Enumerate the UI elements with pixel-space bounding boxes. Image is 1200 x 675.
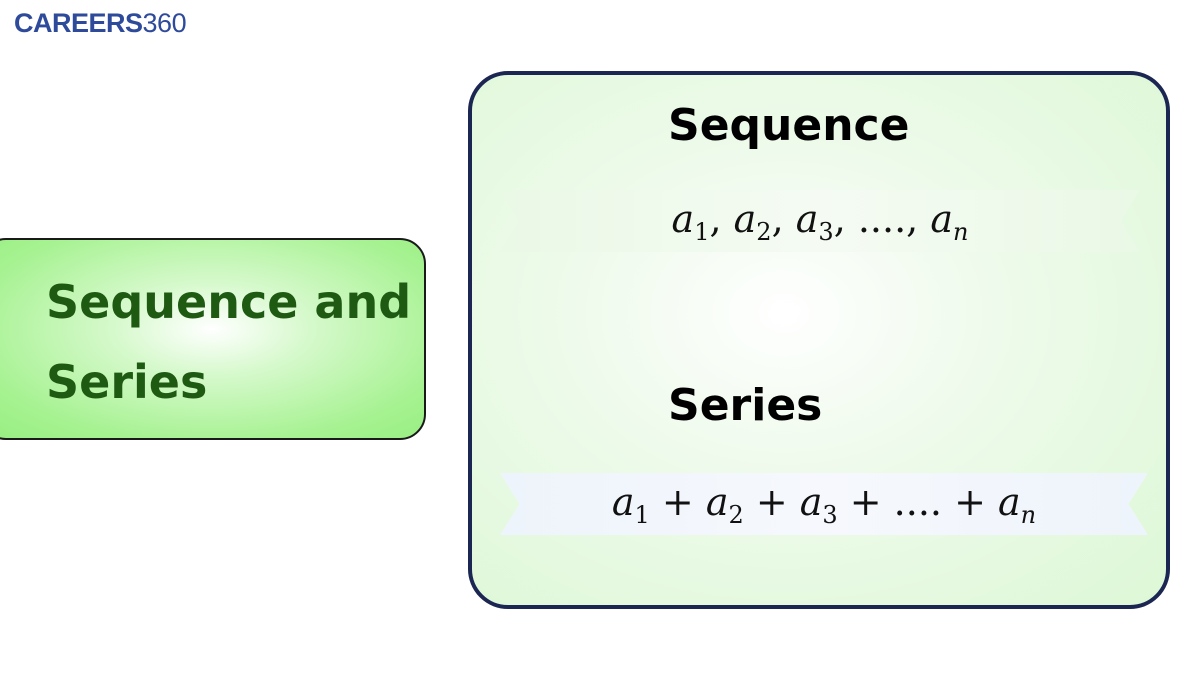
separator: , ...., [833, 196, 931, 241]
sequence-formula: a1, a2, a3, ...., an [672, 197, 969, 246]
subscript: 3 [822, 500, 838, 529]
separator: + [743, 479, 800, 524]
term: a [705, 479, 729, 524]
term: a [799, 479, 823, 524]
topic-line-1: Sequence and [46, 275, 412, 329]
subscript: 1 [694, 217, 710, 246]
term: a [795, 196, 819, 241]
sequence-ribbon: a1, a2, a3, ...., an [500, 190, 1140, 252]
subscript: 3 [818, 217, 834, 246]
subscript: 1 [634, 500, 650, 529]
topic-title: Sequence and Series [46, 262, 411, 422]
separator: , [771, 196, 796, 241]
sequence-heading: Sequence [668, 100, 910, 151]
logo-light: 360 [142, 8, 187, 38]
term: a [930, 196, 953, 241]
series-ribbon: a1 + a2 + a3 + .... + an [500, 473, 1148, 535]
separator: , [709, 196, 734, 241]
term: a [733, 196, 757, 241]
term: a [611, 479, 635, 524]
topic-line-2: Series [46, 355, 208, 409]
topic-box [0, 238, 426, 440]
separator: + .... + [837, 479, 998, 524]
logo-bold: CAREERS [14, 8, 143, 38]
series-heading: Series [668, 380, 823, 431]
careers360-logo: CAREERS360 [14, 8, 187, 39]
subscript: n [1020, 500, 1037, 529]
separator: + [649, 479, 706, 524]
subscript: 2 [728, 500, 744, 529]
term: a [998, 479, 1021, 524]
subscript: n [952, 217, 969, 246]
term: a [671, 196, 695, 241]
series-formula: a1 + a2 + a3 + .... + an [612, 480, 1036, 529]
subscript: 2 [756, 217, 772, 246]
